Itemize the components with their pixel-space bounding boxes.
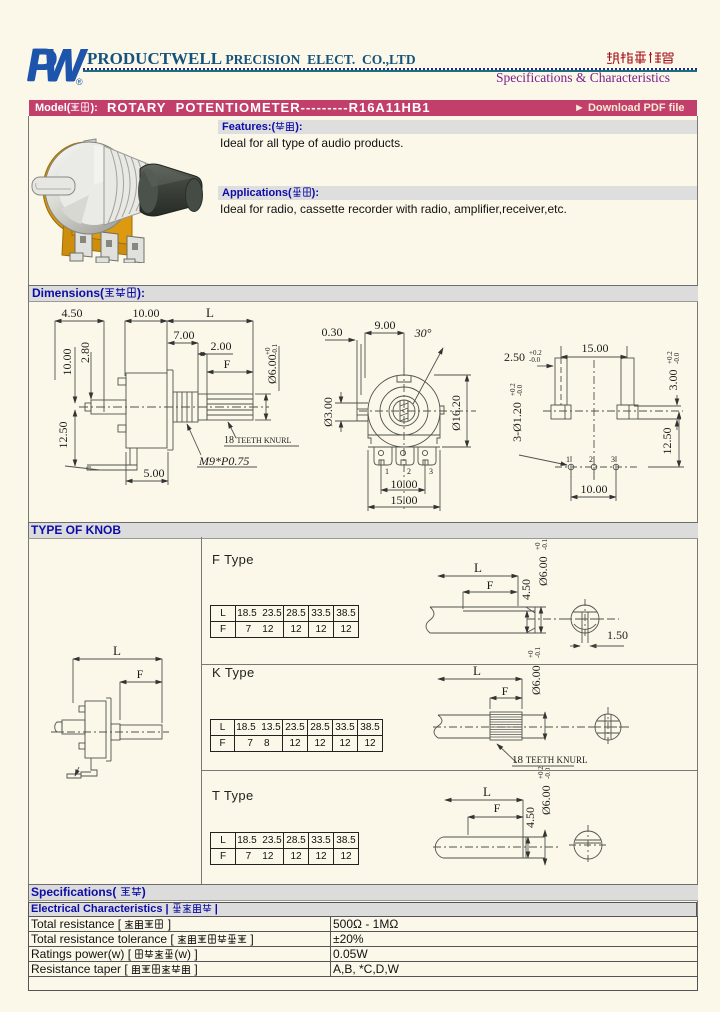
svg-text:+0.2: +0.2 — [537, 766, 545, 779]
svg-text:L: L — [474, 560, 482, 575]
svg-text:2: 2 — [407, 467, 411, 476]
svg-text:Ø6.00: Ø6.00 — [265, 354, 279, 384]
svg-text:+0: +0 — [264, 347, 272, 355]
svg-text:M9*P0.75: M9*P0.75 — [198, 454, 249, 468]
svg-text:+0: +0 — [534, 542, 542, 550]
svg-text:15.00: 15.00 — [391, 493, 418, 507]
svg-text:L: L — [483, 784, 491, 799]
svg-text:L: L — [473, 663, 481, 678]
svg-text:3-Ø1.20: 3-Ø1.20 — [510, 402, 524, 442]
svg-text:Ø6.00: Ø6.00 — [536, 556, 550, 586]
svg-text:L: L — [206, 305, 214, 320]
svg-text:3: 3 — [429, 467, 433, 476]
svg-text:7.00: 7.00 — [174, 328, 195, 342]
svg-text:10.00: 10.00 — [60, 349, 74, 376]
svg-text:4.50: 4.50 — [523, 807, 537, 828]
svg-text:2.00: 2.00 — [211, 339, 232, 353]
svg-text:-0.1: -0.1 — [541, 538, 549, 550]
svg-text:+0.2: +0.2 — [666, 351, 674, 364]
svg-text:F: F — [137, 667, 144, 681]
svg-text:F: F — [224, 357, 231, 371]
svg-text:1.50: 1.50 — [607, 628, 628, 642]
svg-text:0.30: 0.30 — [322, 325, 343, 339]
svg-text:-0.1: -0.1 — [534, 646, 542, 658]
svg-text:F: F — [494, 801, 501, 815]
svg-text:2.80: 2.80 — [78, 342, 92, 363]
svg-text:Ø6.00: Ø6.00 — [539, 785, 553, 815]
svg-text:+0.2: +0.2 — [509, 383, 517, 396]
svg-text:4.50: 4.50 — [62, 306, 83, 320]
svg-text:30°: 30° — [414, 326, 432, 340]
svg-text:3.00: 3.00 — [666, 370, 680, 391]
svg-text:18 TEETH KNURL: 18 TEETH KNURL — [512, 754, 588, 766]
svg-text:-0.0: -0.0 — [516, 384, 524, 396]
svg-text:2.50: 2.50 — [504, 350, 525, 364]
svg-text:Ø6.00: Ø6.00 — [529, 665, 543, 695]
svg-text:-0.0: -0.0 — [529, 356, 541, 364]
svg-text:5.00: 5.00 — [144, 466, 165, 480]
svg-text:1: 1 — [566, 455, 570, 464]
svg-text:+0: +0 — [527, 650, 535, 658]
svg-text:F: F — [502, 684, 509, 698]
svg-text:1: 1 — [385, 467, 389, 476]
svg-text:18 TEETH KNURL: 18 TEETH KNURL — [224, 435, 291, 446]
svg-text:-0.0: -0.0 — [544, 767, 552, 779]
svg-text:L: L — [113, 643, 121, 658]
svg-text:10.00: 10.00 — [581, 482, 608, 496]
svg-text:2: 2 — [589, 455, 593, 464]
svg-text:10.00: 10.00 — [391, 477, 418, 491]
svg-text:F: F — [487, 578, 494, 592]
svg-text:10.00: 10.00 — [133, 306, 160, 320]
svg-text:4.50: 4.50 — [519, 579, 533, 600]
svg-text:Ø3.00: Ø3.00 — [321, 397, 335, 427]
svg-text:12.50: 12.50 — [660, 428, 674, 455]
svg-text:15.00: 15.00 — [582, 341, 609, 355]
svg-text:3: 3 — [611, 455, 615, 464]
svg-text:+0.2: +0.2 — [529, 349, 542, 357]
svg-text:Ø16.20: Ø16.20 — [449, 395, 463, 431]
svg-text:-0.1: -0.1 — [271, 343, 279, 355]
svg-text:-0.0: -0.0 — [673, 352, 681, 364]
svg-text:12.50: 12.50 — [56, 422, 70, 449]
svg-text:9.00: 9.00 — [375, 318, 396, 332]
